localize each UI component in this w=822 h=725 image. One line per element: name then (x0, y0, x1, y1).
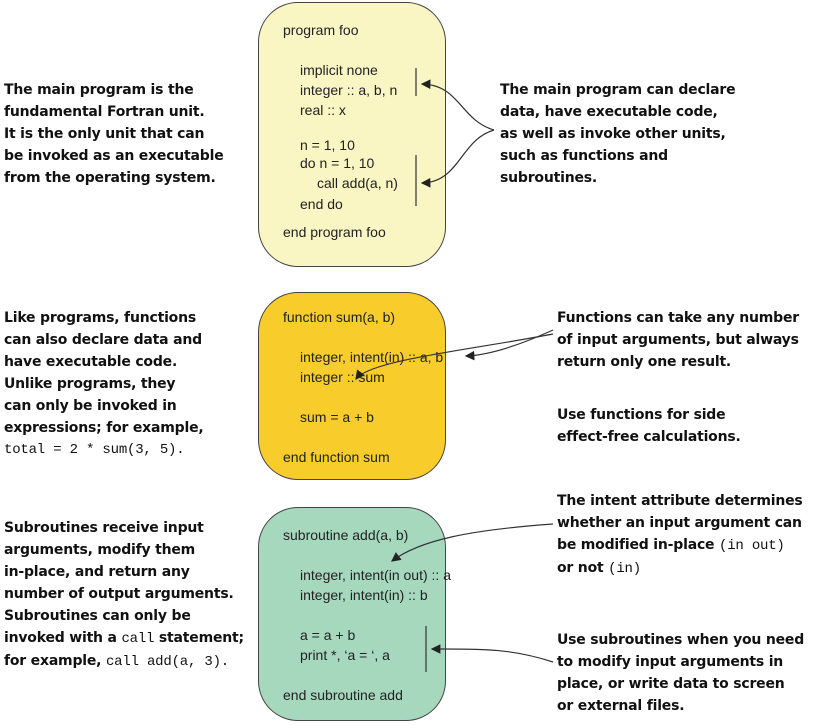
note-line: from the operating system. (4, 170, 216, 186)
note-line: Use subroutines when you need (557, 632, 805, 648)
subroutine-right-note: The intent attribute determines whether … (557, 490, 803, 580)
note-line: return only one result. (557, 354, 732, 370)
note-text: be modified in-place (557, 537, 720, 553)
note-line: such as functions and (500, 148, 668, 164)
note-line: of input arguments, but always (557, 332, 799, 348)
note-code: total = 2 * sum(3, 5). (4, 442, 185, 458)
note-line: The intent attribute determines (557, 493, 803, 509)
note-code: call add(a, 3). (105, 654, 229, 670)
code-line: function sum(a, b) (283, 309, 396, 325)
code-line: integer, intent(in) :: b (300, 587, 428, 603)
arrow (420, 79, 495, 131)
code-line: integer, intent(in) :: a, b (300, 349, 444, 365)
function-box (258, 292, 446, 480)
note-line: The main program is the (4, 82, 194, 98)
note-line: Use functions for side (557, 407, 726, 423)
function-right-note: Functions can take any number of input a… (557, 307, 799, 373)
note-line: subroutines. (500, 170, 598, 186)
code-line: call add(a, n) (317, 175, 398, 191)
note-line: in-place, and return any (4, 564, 190, 580)
note-line: arguments, modify them (4, 542, 196, 558)
arrow (420, 129, 495, 188)
code-line: sum = a + b (300, 409, 374, 425)
note-line: place, or write data to screen (557, 676, 785, 692)
note-text: or not (557, 560, 609, 576)
program-box (258, 2, 446, 267)
code-line: n = 1, 10 (300, 137, 355, 153)
note-text: for example, (4, 653, 106, 669)
subroutine-left-note: Subroutines receive input arguments, mod… (4, 517, 244, 673)
arrow (430, 644, 554, 663)
code-line: print *, ‘a = ‘, a (300, 647, 390, 663)
note-line: number of output arguments. (4, 586, 234, 602)
arrow (464, 329, 554, 361)
note-line: effect-free calculations. (557, 429, 741, 445)
code-line: a = a + b (300, 627, 356, 643)
note-line: Functions can take any number (557, 310, 799, 326)
note-line: It is the only unit that can (4, 126, 205, 142)
code-line: subroutine add(a, b) (283, 527, 409, 543)
note-line: invoked with a call statement; (4, 627, 244, 650)
subroutine-box (258, 507, 446, 721)
note-line: Unlike programs, they (4, 376, 176, 392)
note-line: to modify input arguments in (557, 654, 784, 670)
note-line: for example, call add(a, 3). (4, 650, 244, 673)
note-code: call (121, 631, 155, 647)
code-line: program foo (283, 22, 359, 38)
code-line: real :: x (300, 102, 346, 118)
note-text: invoked with a (4, 630, 122, 646)
code-line: end subroutine add (283, 687, 403, 703)
code-line: implicit none (300, 62, 378, 78)
subroutine-right-note-2: Use subroutines when you need to modify … (557, 629, 804, 717)
arrow (391, 523, 554, 562)
note-line: The main program can declare (500, 82, 736, 98)
note-line: fundamental Fortran unit. (4, 104, 205, 120)
note-line: as well as invoke other units, (500, 126, 726, 142)
code-line: do n = 1, 10 (300, 155, 375, 171)
note-line: data, have executable code, (500, 104, 718, 120)
code-line: end program foo (283, 224, 386, 240)
note-code: (in out) (719, 538, 785, 554)
note-line: can only be invoked in (4, 398, 177, 414)
note-line: be invoked as an executable (4, 148, 224, 164)
note-line: be modified in-place (in out) (557, 534, 803, 557)
code-line: integer :: a, b, n (300, 82, 398, 98)
note-line: expressions; for example, (4, 420, 204, 436)
arrow (355, 333, 554, 380)
function-right-note-2: Use functions for side effect-free calcu… (557, 404, 741, 448)
note-line: or not (in) (557, 557, 803, 580)
code-line: integer, intent(in out) :: a (300, 567, 451, 583)
note-line: have executable code. (4, 354, 178, 370)
code-line: end do (300, 196, 343, 212)
note-line: Like programs, functions (4, 310, 196, 326)
program-left-note: The main program is the fundamental Fort… (4, 79, 224, 189)
note-line: Subroutines can only be (4, 608, 191, 624)
function-left-note: Like programs, functions can also declar… (4, 307, 204, 461)
note-line: Subroutines receive input (4, 520, 204, 536)
code-line: end function sum (283, 449, 390, 465)
note-code: (in) (608, 561, 641, 577)
note-line: can also declare data and (4, 332, 202, 348)
note-line: or external files. (557, 698, 685, 714)
note-text: statement; (154, 630, 244, 646)
note-line: whether an input argument can (557, 515, 802, 531)
program-right-note: The main program can declare data, have … (500, 79, 736, 189)
